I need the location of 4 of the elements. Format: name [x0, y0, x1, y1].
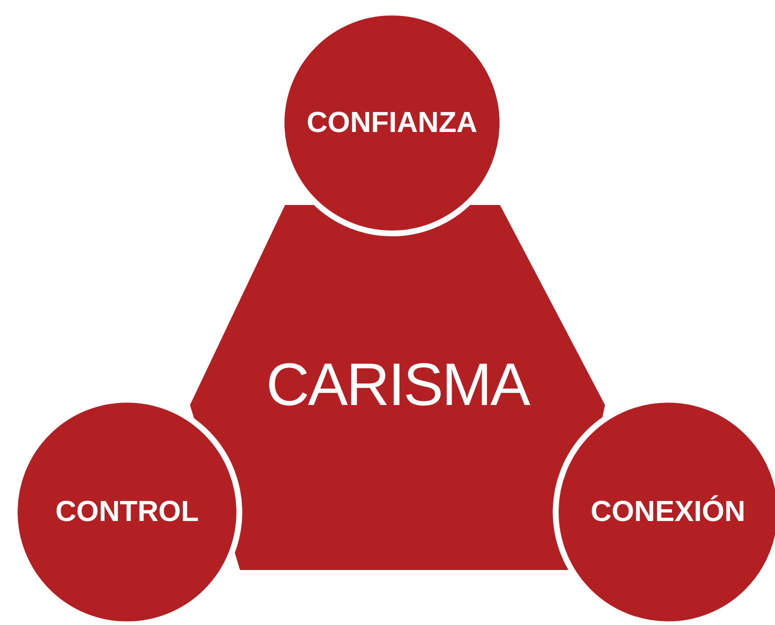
- circle-label: CONTROL: [55, 498, 199, 526]
- center-label: CARISMA: [266, 355, 529, 415]
- circle-label: CONFIANZA: [306, 108, 478, 138]
- circle-label: CONEXIÓN: [590, 498, 746, 526]
